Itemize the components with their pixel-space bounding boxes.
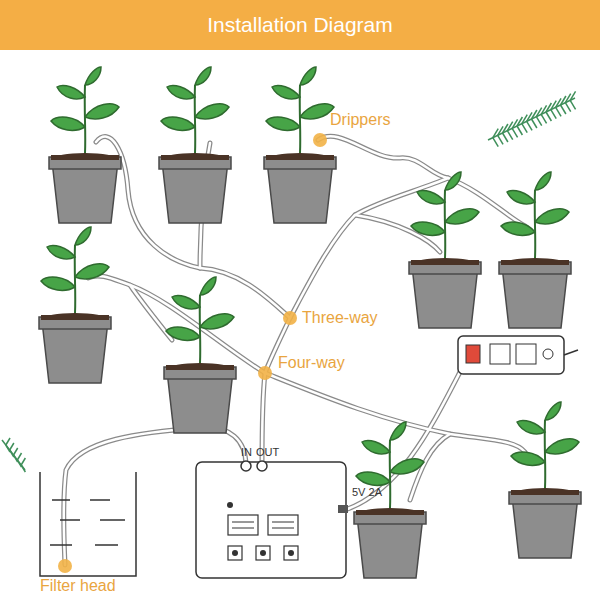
pine-needle (21, 458, 25, 465)
pine-needle (532, 119, 537, 128)
callout-label: Three-way (302, 309, 378, 327)
port-label: OUT (256, 446, 279, 458)
callout-label: Filter head (40, 577, 116, 595)
callout-dots (58, 133, 327, 573)
plant-pot (49, 67, 121, 223)
pine-needle (21, 465, 25, 472)
power-label: 5V 2A (352, 486, 382, 498)
water-tank (40, 472, 136, 576)
plant-pot (354, 422, 426, 578)
callout-label: Four-way (278, 354, 345, 372)
pine-needle (498, 135, 503, 144)
pine-needle (551, 110, 556, 119)
pine-needle (503, 133, 508, 142)
pine-needle (570, 91, 575, 100)
pine-needle (527, 121, 532, 130)
pine-branch (2, 438, 25, 472)
power-strip (458, 336, 578, 374)
pine-needle (522, 124, 527, 133)
pine-needle (507, 131, 512, 140)
plant-pot (499, 172, 571, 328)
callout-label: Drippers (330, 111, 390, 129)
plant-pot (409, 172, 481, 328)
pine-needle (6, 438, 10, 445)
pine-needle (17, 453, 21, 460)
pine-needle (517, 126, 522, 135)
pine-needle (512, 128, 517, 137)
title: Installation Diagram (0, 0, 600, 50)
plant-pot (509, 402, 581, 558)
plant-pot (264, 67, 336, 223)
pine-needle (561, 105, 566, 114)
pine-needle (546, 112, 551, 121)
pine-needle (556, 107, 561, 116)
plant-pot (164, 277, 236, 433)
plant-pots (39, 67, 581, 578)
controller (196, 461, 348, 578)
plant-pot (159, 67, 231, 223)
pine-branch (488, 91, 576, 146)
plant-pot (39, 227, 111, 383)
pine-needle (565, 103, 570, 112)
pine-needle (536, 117, 541, 126)
pine-needle (14, 448, 18, 455)
pine-needle (493, 138, 498, 147)
pine-needle (570, 100, 575, 109)
pine-needle (541, 114, 546, 123)
pine-needle (10, 443, 14, 450)
port-label: IN (241, 446, 252, 458)
